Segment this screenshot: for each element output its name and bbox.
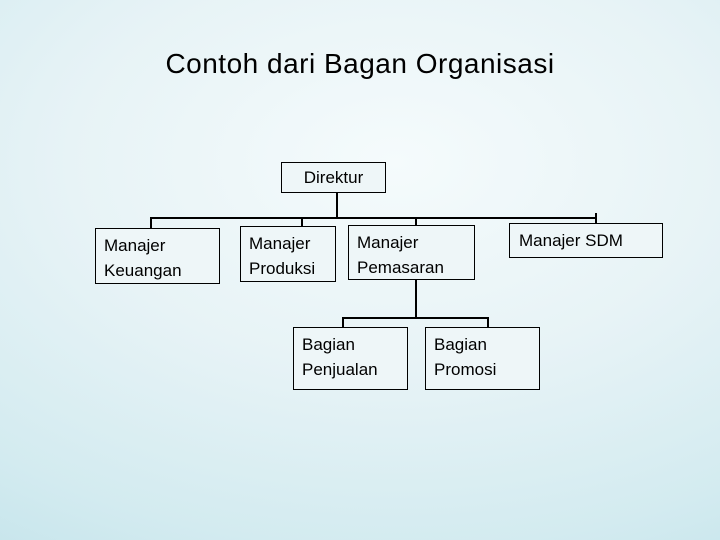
node-bagian-penjualan-label: Bagian Penjualan <box>302 335 378 379</box>
connector-direktur-stem <box>336 193 338 218</box>
connector-pemasaran-stem <box>415 280 417 318</box>
node-manajer-keuangan: Manajer Keuangan <box>95 228 220 284</box>
connector-drop-produksi <box>301 217 303 226</box>
connector-main-horizontal <box>150 217 596 219</box>
node-manajer-produksi-label: Manajer Produksi <box>249 234 316 278</box>
slide-title: Contoh dari Bagan Organisasi <box>165 48 555 79</box>
node-direktur-label: Direktur <box>303 168 364 187</box>
node-bagian-penjualan: Bagian Penjualan <box>293 327 408 390</box>
node-manajer-sdm: Manajer SDM <box>509 223 663 258</box>
node-direktur: Direktur <box>281 162 386 193</box>
node-bagian-promosi: Bagian Promosi <box>425 327 540 390</box>
node-manajer-pemasaran-label: Manajer Pemasaran <box>357 233 444 277</box>
connector-sub-horizontal <box>342 317 488 319</box>
node-manajer-pemasaran: Manajer Pemasaran <box>348 225 475 280</box>
node-bagian-promosi-label: Bagian Promosi <box>434 335 497 379</box>
connector-drop-pemasaran <box>415 217 417 225</box>
node-manajer-produksi: Manajer Produksi <box>240 226 336 282</box>
connector-drop-sdm <box>595 213 597 223</box>
node-manajer-sdm-label: Manajer SDM <box>519 231 623 250</box>
connector-drop-keuangan <box>150 217 152 228</box>
connector-drop-promosi <box>487 317 489 328</box>
connector-drop-penjualan <box>342 317 344 328</box>
node-manajer-keuangan-label: Manajer Keuangan <box>104 236 182 280</box>
